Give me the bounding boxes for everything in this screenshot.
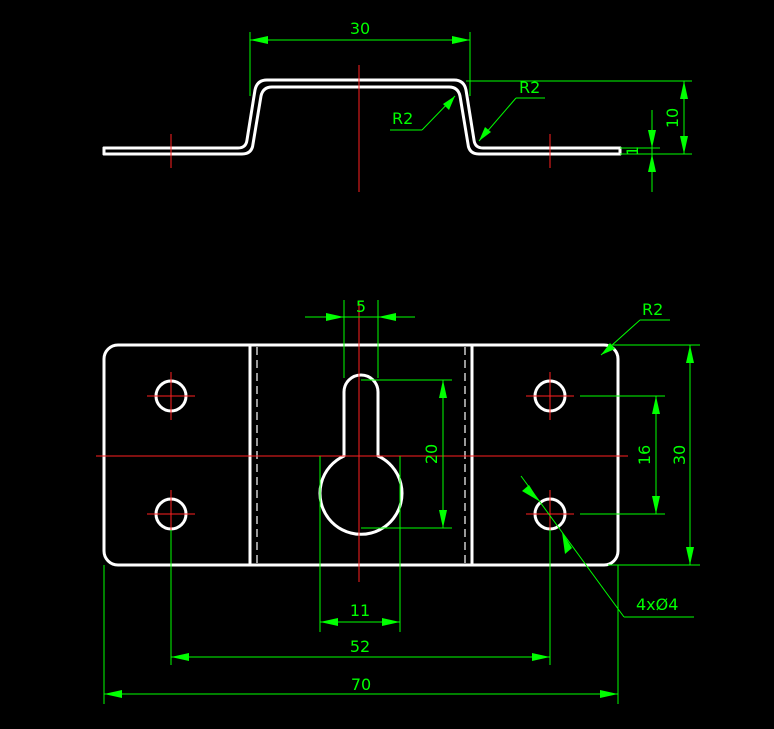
dim-top-width-text: 30: [350, 19, 370, 38]
dim-top-thickness: 1: [620, 110, 660, 192]
dim-top-radius-left: R2: [390, 95, 456, 131]
dim-top-thickness-text: 1: [623, 146, 642, 156]
dim-hole-spacing-h-text: 52: [350, 637, 370, 656]
dim-slot-height: 20: [361, 379, 452, 529]
dim-keyhole-diameter: 11: [319, 456, 401, 632]
dim-top-radius-right-text: R2: [519, 78, 540, 97]
dim-keyhole-diameter-text: 11: [350, 601, 370, 620]
dim-top-radius-left-text: R2: [392, 109, 413, 128]
top-view: 30 R2 R2 10: [102, 19, 692, 192]
dim-overall-width: 70: [103, 565, 619, 704]
dim-top-height-text: 10: [663, 108, 682, 128]
dim-corner-radius-text: R2: [642, 300, 663, 319]
dim-hole-spacing-v: 16: [580, 395, 665, 515]
dim-overall-height-text: 30: [670, 445, 689, 465]
dim-top-width: 30: [249, 19, 471, 96]
dim-slot-width: 5: [305, 297, 415, 378]
dim-top-radius-right: R2: [478, 78, 545, 142]
profile-outer-edge: [102, 78, 622, 150]
profile-inner-edge: [102, 85, 622, 156]
dim-hole-callout: 4xØ4: [520, 475, 694, 618]
dim-top-height: 10: [466, 80, 692, 155]
front-view: 5 R2 20 16: [96, 297, 700, 704]
dim-slot-height-text: 20: [422, 444, 441, 464]
dim-corner-radius: R2: [600, 300, 670, 356]
dim-overall-width-text: 70: [351, 675, 371, 694]
plate-outline: [102, 343, 620, 567]
keyhole: [318, 373, 404, 536]
dim-slot-width-text: 5: [356, 297, 366, 316]
dim-hole-callout-text: 4xØ4: [636, 595, 678, 614]
dim-hole-spacing-h: 52: [170, 530, 551, 665]
dim-overall-height: 30: [608, 344, 700, 566]
dim-hole-spacing-v-text: 16: [635, 445, 654, 465]
